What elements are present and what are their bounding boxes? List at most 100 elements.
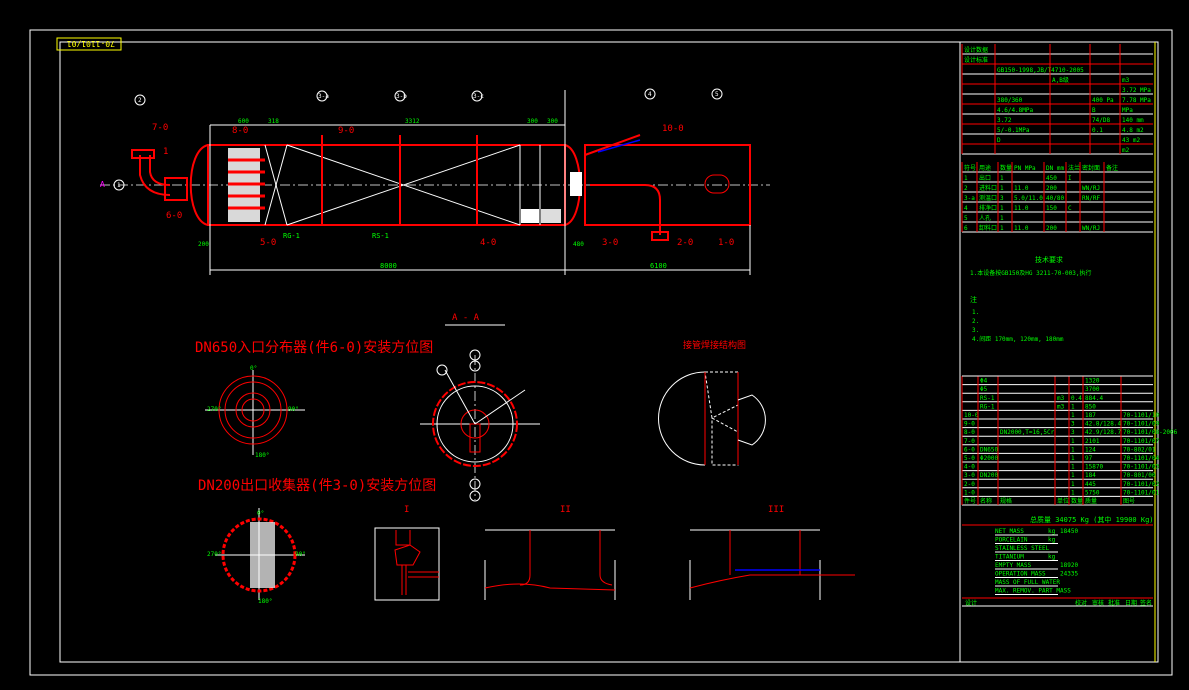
parts-list-cell: 10-0 [964,412,979,419]
nozzle-mark: 2 [138,97,142,104]
parts-list-cell: 70-1101/09 [1123,421,1160,428]
detail-letter: III [768,505,784,515]
secondary-shell [584,144,751,226]
design-data-cell: B [1092,107,1096,114]
mass-value: 18920 [1060,562,1078,569]
part-label: 2-0 [677,238,693,248]
design-data-cell: m2 [1122,147,1130,154]
nozzle-table-cell: WN/RJ [1082,225,1100,232]
nozzle-table-cell: 排净口 [979,204,997,212]
parts-list-cell: 4-0 [964,464,975,471]
signature-cell: 审核 [1092,599,1104,607]
section-a-letter: A - A [452,313,480,323]
signature-cell: 批准 [1108,599,1120,607]
design-data-cell: 5/-0.1MPa [997,127,1030,134]
nozzle-table-cell: 11.0 [1014,205,1029,212]
notes-line: 1.本设备按GB150及HG 3211-70-003,执行 [970,269,1091,277]
parts-list-cell: 2101 [1085,438,1100,445]
design-data-cell: GB150-1998,JB/T4710-2005 [997,67,1084,74]
parts-list-cell: RS-1 [980,395,995,402]
parts-list-cell: 97 [1085,455,1093,462]
parts-list-cell: 6-0 [964,446,975,453]
signature-cell: 校对 [1075,599,1087,607]
part-label: 6-0 [166,211,182,221]
parts-list-cell: 70-1101/02 [1123,481,1160,488]
parts-list-cell: 件号 [964,497,976,505]
parts-list-cell: Φ4 [980,378,988,385]
dim: 300 [527,118,538,125]
nozzle-table-cell: 150 [1046,205,1057,212]
nozzle-table-cell: 5 [964,215,968,222]
parts-list-cell: 3 [1071,421,1075,428]
total-mass: 总质量 34075 Kg (其中 19900 Kg) [1030,515,1154,524]
nozzle-table-cell: 符号 [964,164,976,172]
part-label: 8-0 [232,126,248,136]
parts-list-cell: 0.4 [1071,395,1082,402]
nozzle-table-cell: 3-a [964,195,975,202]
dim: 200 [198,241,209,248]
parts-list-cell: Φ2000 [980,455,998,462]
parts-list-cell: 70-801/00 [1123,472,1156,479]
angle-label: 270° [207,406,221,413]
parts-list-cell: 图号 [1123,498,1135,505]
weld-section-view [658,371,766,466]
parts-list-cell: 2-0 [964,481,975,488]
main-vessel-view: 8000 6100 600 318 3312 300 300 480 200 7… [100,88,770,275]
notes-title: 注 [970,295,977,304]
mass-label: STAINLESS STEEL [995,545,1050,552]
notes-title: 技术要求 [1035,255,1063,264]
part-label: 1-0 [718,238,734,248]
design-data-cell: m3 [1122,77,1130,84]
nozzle-table-cell: 卸料口 [979,224,997,232]
note-item: 2. [972,318,979,325]
mass-label: NET MASS [995,528,1024,535]
parts-list-cell: 9-0 [964,421,975,428]
left-head [189,144,209,226]
nozzle-mark: 1 [117,182,121,189]
design-data-cell: 74/D8 [1092,117,1110,124]
dim-overall-left: 8000 [380,262,397,270]
parts-list-cell: 884.4 [1085,395,1103,402]
parts-list-cell: 3-0 [964,472,975,479]
nozzle-table-cell: 1 [1000,225,1004,232]
nozzle-table-cell: 1 [1000,175,1004,182]
parts-list-cell: 70-1101/10 [1123,412,1160,419]
parts-list-cell: 规格 [1000,497,1012,505]
nozzle-table-cell: 1 [1000,205,1004,212]
parts-list-cell: 187 [1085,412,1096,419]
mass-value: 24335 [1060,571,1078,578]
dim: 600 [238,118,249,125]
signature-cell: 签名 [1140,599,1152,607]
nozzle-table-cell: 密封面 [1082,164,1100,172]
drawing-number-tag: 70-1101/01 [56,37,122,51]
parts-list-cell: 1 [1071,489,1075,496]
dim: 480 [573,241,584,248]
nozzle-table-cell: 6 [964,225,968,232]
design-data-cell: 4.6/4.8MPa [997,107,1034,114]
parts-list-cell: Φ5 [980,386,988,393]
parts-list-cell: 1 [1071,455,1075,462]
design-data-cell: MPa [1122,107,1133,114]
parts-list-cell: 15870 [1085,464,1103,471]
note-item: 3. [972,327,979,334]
design-data-cell: 140 mm [1122,117,1144,124]
nozzle-table-cell: DN mm [1046,165,1064,172]
nozzle-table-cell: PN MPa [1014,165,1036,172]
design-data-cell: 4.8 m2 [1122,127,1144,134]
parts-list-cell: 质量 [1085,497,1097,505]
nozzle-marks: 2 1 3-a 3-b 3-c 4 5 A [100,88,723,191]
nozzle-table-cell: 1 [1000,185,1004,192]
parts-list-cell: DN650 [980,446,998,453]
dim-overall-right: 6100 [650,262,667,270]
parts-list-cell: 5-0 [964,455,975,462]
angle-label: 90° [288,406,299,413]
mass-label: EMPTY MASS [995,562,1032,569]
parts-list-cell: 名称 [980,497,992,505]
parts-list-cell: 8-0 [964,429,975,436]
nozzle-table-cell: 4 [964,205,968,212]
part-label: 5-0 [260,238,276,248]
design-data-cell: 380/360 [997,97,1023,104]
nozzle-table-cell: 1 [1000,215,1004,222]
dim: 3312 [405,118,420,125]
parts-list-cell: 7-0 [964,438,975,445]
